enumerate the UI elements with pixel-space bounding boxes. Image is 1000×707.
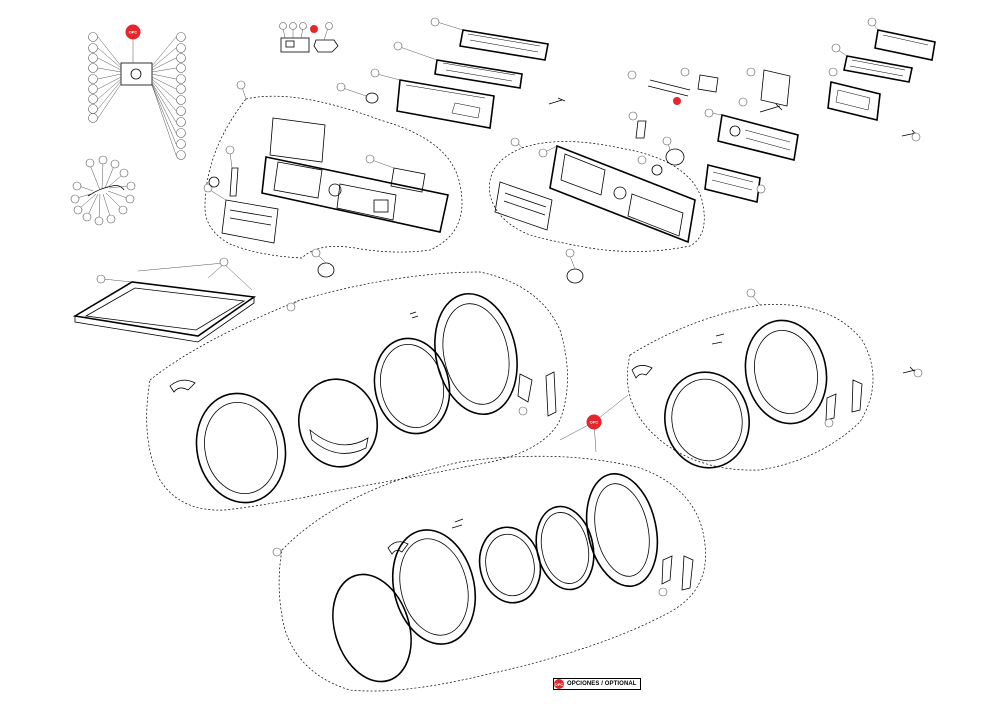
hinge-c [387,541,409,555]
harness-callouts [88,32,186,160]
optional-legend-badge-text: OPC [554,681,564,687]
control-boards-middle [336,17,566,129]
touch-control-board [717,114,799,161]
selector-knob-right [665,148,685,166]
button-pad-left [390,167,426,193]
optional-legend-label: OPCIONES / OPTIONAL [567,681,637,687]
console-assembly-left [203,80,463,259]
right-electronics [627,67,799,203]
door-assembly-b [627,288,874,471]
harness-group: OPC [88,24,186,160]
display-window-left [269,117,326,163]
optional-legend-icon: OPC [554,679,564,689]
main-board-right [843,55,913,83]
flat-cable [647,79,691,97]
relay-module [280,37,310,53]
optional-marker-1: OPC [125,24,141,40]
detergent-drawer-left [221,199,279,244]
door-frame-a [434,292,518,416]
legend: OPC OPCIONES / OPTIONAL [553,678,641,690]
svg-text:OPC: OPC [129,30,138,35]
console-assembly-right [489,137,705,252]
door-latch-a [517,373,533,403]
main-control-board [434,59,523,89]
harness-connector-block [120,62,153,86]
door-ring-a [373,337,451,435]
harness-leads [97,36,177,156]
cable-bundle-group [70,155,136,226]
door-frame-c [585,472,659,588]
power-board-right [827,81,881,121]
top-small-modules [279,22,339,53]
rotary-encoder [365,92,379,104]
hinge-b [631,365,653,379]
door-glass-b [664,371,750,469]
door-latch-c [661,555,673,585]
hinge-a [169,379,196,393]
spring-clip-left [208,176,220,188]
display-board-top [459,29,549,61]
inner-bowl-a [297,378,379,468]
knob-left [311,248,335,278]
optional-marker-center: OPC [559,394,629,453]
knob-right [565,248,584,284]
wifi-module [760,69,791,107]
svg-text:OPC: OPC [590,420,599,425]
console-panel-left [261,156,449,233]
optional-marker-2 [310,25,318,33]
power-board [396,79,495,129]
door-latch-b [825,393,837,421]
harness-connector-ring [130,68,142,80]
console-panel-right [549,144,696,244]
optional-marker-3 [673,97,681,105]
sensor-strip [635,120,647,139]
door-ring-c [535,505,595,591]
led-board [704,164,761,203]
interface-chip [697,74,719,93]
sensor-cover [313,39,339,53]
detergent-drawer-right [494,181,553,231]
door-frame-b [744,319,828,425]
door-glass-c [391,529,477,645]
display-board-right [874,29,936,61]
far-right-boards [827,17,936,378]
door-assembly-a [146,271,568,511]
drawer-handle-left [229,167,239,197]
door-outer-glass-c [332,573,412,683]
door-assembly-c [272,455,706,692]
worktop [72,257,257,343]
door-glass-a [195,392,287,504]
